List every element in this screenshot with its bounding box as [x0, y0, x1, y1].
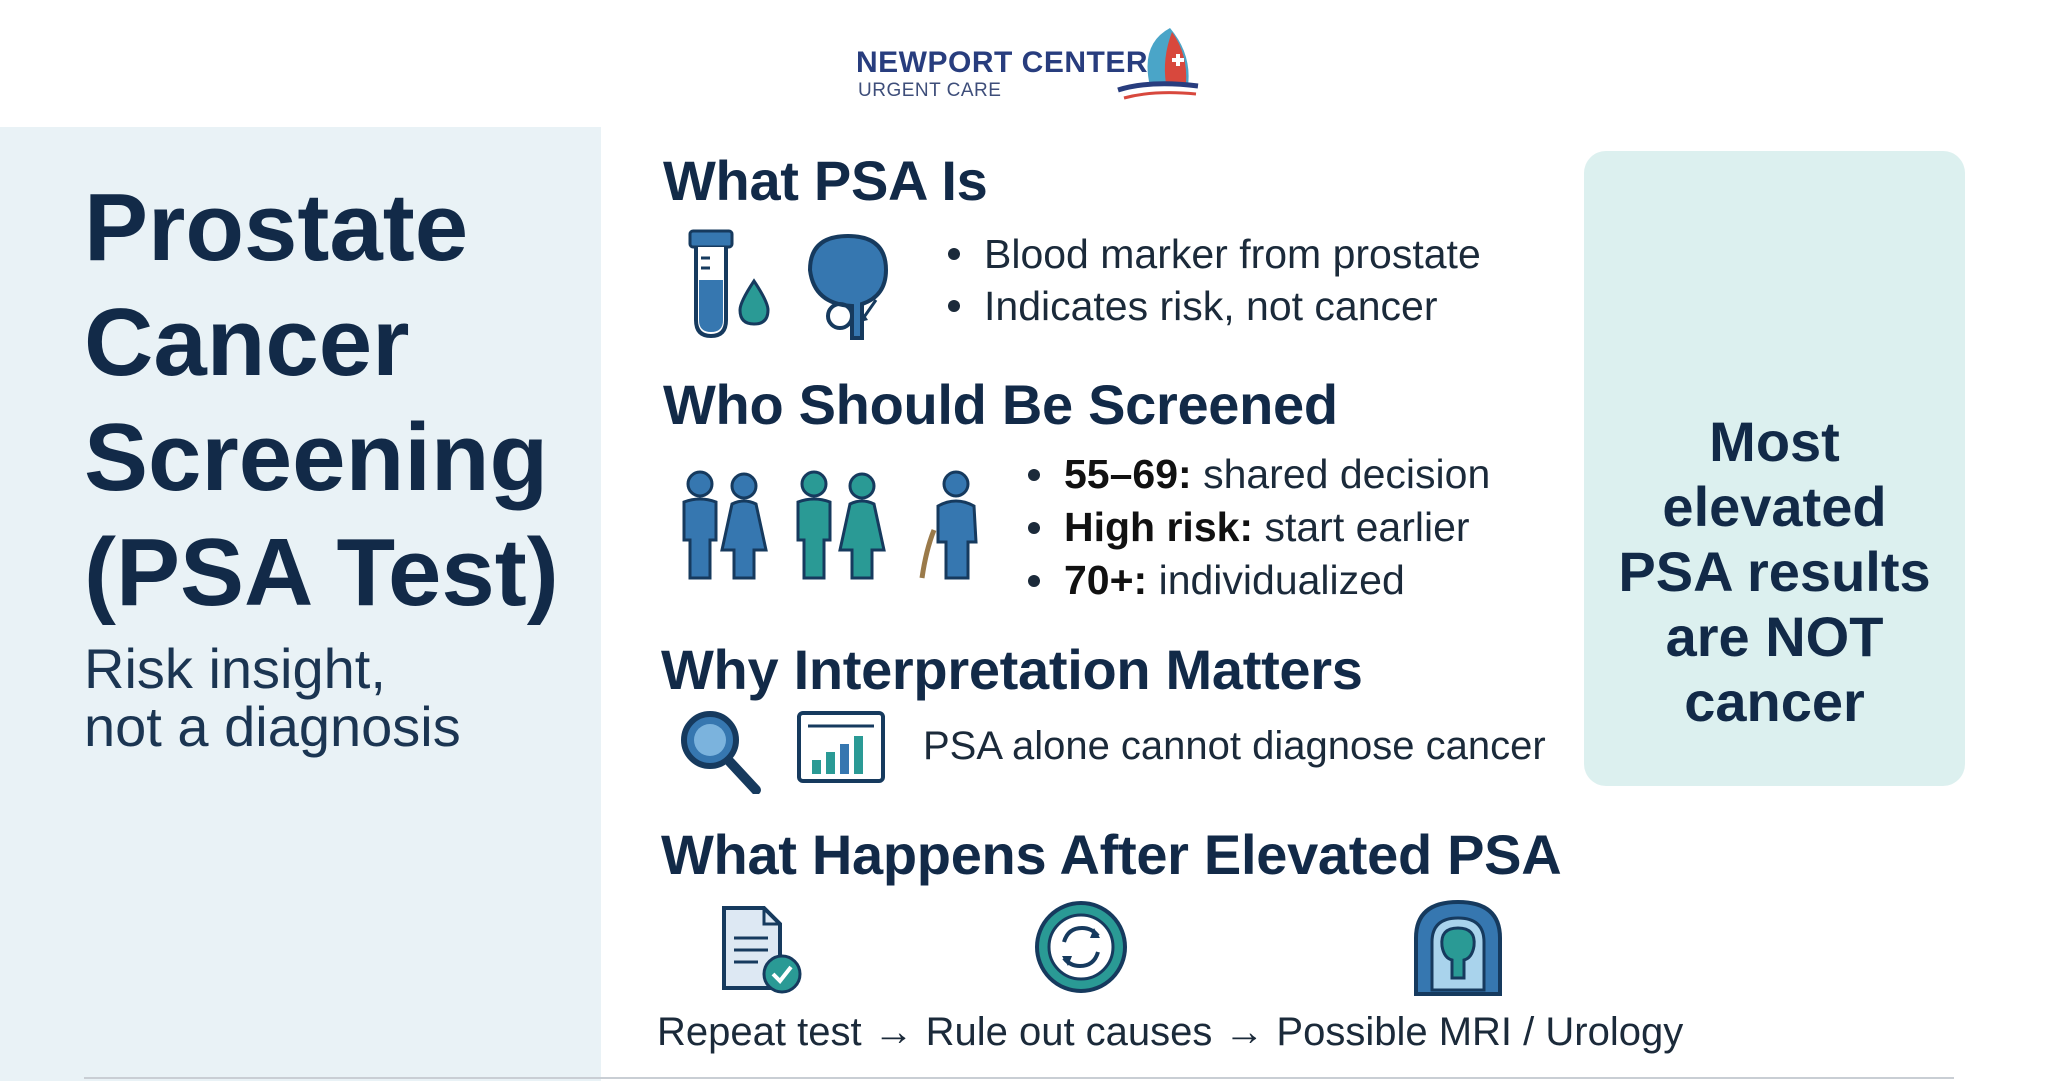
elderly-person-icon: [919, 470, 978, 580]
section-heading-after: What Happens After Elevated PSA: [661, 823, 1562, 886]
list-item: High risk: start earlier: [1024, 501, 1490, 554]
bullet-text: shared decision: [1191, 451, 1491, 497]
age-range: 70+:: [1064, 557, 1148, 603]
list-item: Indicates risk, not cancer: [944, 280, 1481, 332]
list-item: 70+: individualized: [1024, 554, 1490, 607]
list-item: 55–69: shared decision: [1024, 448, 1490, 501]
logo-title: NEWPORT CENTER: [856, 46, 1148, 79]
couple-icon: [796, 470, 886, 580]
mri-scanner-icon: [1414, 899, 1502, 996]
bar-chart-icon: [797, 711, 885, 783]
interpretation-text: PSA alone cannot diagnose cancer: [923, 724, 1546, 768]
section-heading-why: Why Interpretation Matters: [661, 638, 1363, 701]
risk-label: High risk:: [1064, 504, 1254, 550]
subtitle-line: Risk insight,: [84, 637, 386, 700]
couple-icon: [682, 470, 768, 580]
title-line: (PSA Test): [84, 519, 559, 626]
prostate-icon: [807, 233, 889, 340]
bullet-text: start earlier: [1253, 504, 1470, 550]
arrow-icon: →: [873, 1010, 914, 1054]
page-title: Prostate Cancer Screening (PSA Test): [84, 170, 559, 630]
clinic-logo: NEWPORT CENTER URGENT CARE: [852, 24, 1199, 104]
blood-drop-icon: [738, 278, 770, 326]
next-steps: Repeat test→Rule out causes→Possible MRI…: [657, 1010, 1683, 1055]
callout-line: PSA results: [1618, 540, 1931, 603]
step-rule-out: Rule out causes: [925, 1010, 1213, 1054]
document-check-icon: [722, 906, 802, 994]
step-mri-urology: Possible MRI / Urology: [1276, 1010, 1684, 1054]
section-heading-who: Who Should Be Screened: [663, 373, 1338, 436]
section-heading-what: What PSA Is: [663, 149, 988, 212]
callout-line: are NOT: [1665, 605, 1884, 668]
title-panel: [0, 127, 601, 1081]
title-line: Prostate: [84, 174, 469, 281]
callout-line: Most: [1709, 410, 1840, 473]
callout-line: cancer: [1684, 670, 1865, 733]
title-line: Screening: [84, 404, 549, 511]
bottom-divider: [84, 1077, 1954, 1079]
people-icons: [682, 470, 978, 580]
title-line: Cancer: [84, 289, 410, 396]
page-subtitle: Risk insight, not a diagnosis: [84, 640, 461, 756]
logo-subtitle: URGENT CARE: [858, 80, 1002, 101]
subtitle-line: not a diagnosis: [84, 695, 461, 758]
sail-wave-logo-icon: [1117, 28, 1199, 100]
what-bullets: Blood marker from prostate Indicates ris…: [944, 228, 1481, 332]
bullet-text: individualized: [1147, 557, 1405, 603]
magnifier-icon: [681, 711, 761, 794]
arrow-icon: →: [1224, 1010, 1265, 1054]
refresh-cycle-icon: [1035, 901, 1127, 993]
test-tube-icon: [688, 229, 734, 339]
age-range: 55–69:: [1064, 451, 1192, 497]
callout-box: Most elevated PSA results are NOT cancer: [1584, 151, 1965, 786]
who-bullets: 55–69: shared decision High risk: start …: [1024, 448, 1490, 607]
callout-text: Most elevated PSA results are NOT cancer: [1584, 409, 1965, 734]
step-repeat-test: Repeat test: [657, 1010, 862, 1054]
callout-line: elevated: [1662, 475, 1887, 538]
list-item: Blood marker from prostate: [944, 228, 1481, 280]
